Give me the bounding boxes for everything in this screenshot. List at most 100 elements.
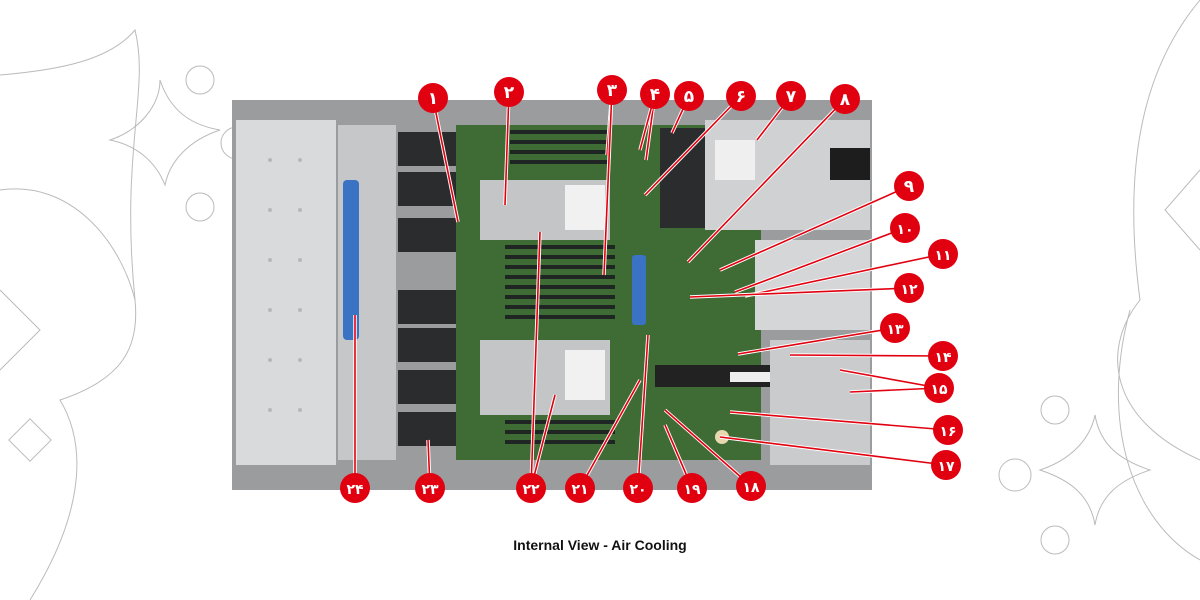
callout-badge xyxy=(494,77,524,107)
leader-line xyxy=(579,379,641,489)
callout-4: ۴ xyxy=(638,79,670,161)
callout-label: ۱۱ xyxy=(934,248,951,264)
callout-label: ۱۷ xyxy=(937,459,955,475)
callout-badge xyxy=(640,79,670,109)
callout-16: ۱۶ xyxy=(729,410,963,445)
leader-line xyxy=(744,253,944,297)
callout-10: ۱۰ xyxy=(734,213,920,294)
callout-badge xyxy=(415,473,445,503)
callout-11: ۱۱ xyxy=(744,239,958,298)
callout-3: ۳ xyxy=(597,75,627,276)
blue-latch xyxy=(343,180,359,340)
callout-badge xyxy=(597,75,627,105)
callout-5: ۵ xyxy=(670,81,704,134)
leader-line xyxy=(719,436,947,466)
callout-badge xyxy=(830,84,860,114)
callout-badge xyxy=(894,273,924,303)
callout-15: ۱۵ xyxy=(839,368,954,403)
callout-badge xyxy=(516,473,546,503)
fan-bank xyxy=(398,132,456,446)
callout-1: ۱ xyxy=(418,83,460,223)
callout-badge xyxy=(340,473,370,503)
callout-badge xyxy=(894,171,924,201)
callout-label: ۱۵ xyxy=(930,382,948,398)
callout-label: ۱۰ xyxy=(896,222,913,238)
callout-2: ۲ xyxy=(494,77,524,206)
callout-label: ۲۲ xyxy=(522,482,540,498)
callout-label: ۸ xyxy=(840,90,851,110)
callout-badge xyxy=(890,213,920,243)
callout-label: ۱ xyxy=(428,89,438,109)
callout-label: ۲۰ xyxy=(629,482,646,498)
callout-label: ۳ xyxy=(607,81,618,101)
callout-14: ۱۴ xyxy=(789,341,958,371)
callout-label: ۱۶ xyxy=(939,424,956,440)
callout-label: ۶ xyxy=(736,87,746,107)
leader-line xyxy=(530,231,541,489)
callout-badge xyxy=(726,81,756,111)
leader-line xyxy=(603,89,613,276)
leader-line xyxy=(719,185,910,271)
callout-badge xyxy=(928,239,958,269)
leader-line xyxy=(687,98,846,263)
leader-line xyxy=(530,394,556,489)
drive-cage xyxy=(236,120,336,465)
riser-cage-top xyxy=(755,240,870,330)
callout-24: ۲۴ xyxy=(340,315,370,503)
callout-6: ۶ xyxy=(643,81,756,197)
callout-badge xyxy=(736,471,766,501)
callout-badge xyxy=(677,473,707,503)
callout-9: ۹ xyxy=(719,171,924,272)
callout-18: ۱۸ xyxy=(663,408,766,501)
callout-badge xyxy=(933,415,963,445)
callout-19: ۱۹ xyxy=(663,424,707,503)
callout-20: ۲۰ xyxy=(623,334,653,503)
callout-7: ۷ xyxy=(755,81,806,142)
callout-21: ۲۱ xyxy=(565,379,642,503)
callout-17: ۱۷ xyxy=(719,435,961,480)
callout-label: ۱۳ xyxy=(886,322,904,338)
callout-label: ۱۸ xyxy=(742,480,760,496)
callout-badge xyxy=(928,341,958,371)
callout-8: ۸ xyxy=(686,84,860,264)
leader-line xyxy=(737,327,896,355)
leader-line xyxy=(789,354,944,357)
callout-badge xyxy=(931,450,961,480)
leader-line xyxy=(637,334,649,489)
callout-badge xyxy=(418,83,448,113)
callout-badge xyxy=(776,81,806,111)
dimm-slots xyxy=(505,130,615,444)
callout-label: ۱۹ xyxy=(683,482,701,498)
callout-12: ۱۲ xyxy=(689,273,924,303)
callout-badge xyxy=(674,81,704,111)
callout-label: ۲ xyxy=(504,83,515,103)
callout-label: ۵ xyxy=(684,87,694,107)
leader-line xyxy=(644,95,742,196)
callout-badge xyxy=(924,373,954,403)
caption: Internal View - Air Cooling xyxy=(513,537,687,553)
callout-badge xyxy=(880,313,910,343)
callout-label: ۲۱ xyxy=(571,482,588,498)
callout-label: ۲۳ xyxy=(421,482,439,498)
leader-line xyxy=(664,409,752,487)
leader-line xyxy=(504,91,510,206)
callout-label: ۷ xyxy=(786,87,797,107)
leader-line xyxy=(689,287,910,298)
leader-line xyxy=(432,97,459,223)
callout-label: ۱۲ xyxy=(900,282,918,298)
callout-badge xyxy=(623,473,653,503)
leader-line xyxy=(839,369,940,389)
callout-label: ۱۴ xyxy=(934,350,952,366)
callout-badge xyxy=(565,473,595,503)
callout-label: ۹ xyxy=(904,177,915,197)
callout-label: ۲۴ xyxy=(346,482,364,498)
callout-label: ۴ xyxy=(650,85,660,105)
leader-line xyxy=(734,227,906,293)
leader-line xyxy=(729,411,949,431)
callout-13: ۱۳ xyxy=(737,313,910,356)
callout-22: ۲۲ xyxy=(516,231,557,503)
